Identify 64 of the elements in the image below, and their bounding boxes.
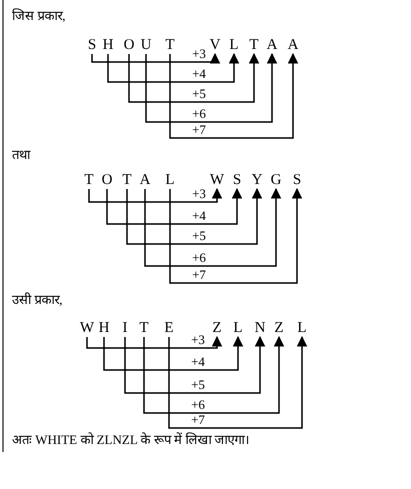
arrow: [126, 188, 262, 245]
arrow: [88, 188, 222, 203]
arrow: [168, 336, 308, 429]
letter: H: [102, 37, 114, 53]
edge-label: +5: [191, 378, 205, 392]
letter: T: [139, 320, 149, 336]
letter: O: [102, 172, 112, 188]
letter: S: [88, 37, 96, 53]
letter: T: [84, 172, 94, 188]
edge-label: +6: [192, 251, 206, 265]
arrow: [143, 336, 284, 414]
edge-label: +3: [192, 187, 206, 201]
edge-label: +4: [192, 209, 206, 223]
edge-label: +4: [192, 67, 206, 81]
conclusion-text: अतः WHITE को ZLNZL के रूप में लिखा जाएगा।: [12, 432, 250, 448]
letter: Y: [252, 172, 262, 188]
letter: U: [140, 37, 152, 53]
arrow: [91, 52, 220, 64]
edge-label: +5: [192, 87, 206, 101]
letter: L: [233, 320, 243, 336]
arrow: [106, 188, 242, 225]
arrow: [107, 52, 240, 83]
letter: L: [229, 37, 239, 53]
letter: Z: [274, 320, 284, 336]
arrow: [145, 52, 278, 123]
letter: W: [80, 320, 94, 336]
edge-label: +7: [192, 268, 206, 282]
edge-label: +5: [192, 229, 206, 243]
letter: L: [165, 172, 175, 188]
letter: O: [124, 37, 134, 53]
arrow: [124, 336, 266, 394]
edge-label: +4: [191, 355, 205, 369]
letter: S: [292, 172, 302, 188]
letter: T: [122, 172, 132, 188]
letter: A: [288, 37, 298, 53]
letter: S: [232, 172, 242, 188]
section-heading: तथा: [12, 147, 30, 163]
letter: A: [140, 172, 150, 188]
letter: W: [210, 172, 224, 188]
letter: T: [165, 37, 175, 53]
section-heading: उसी प्रकार,: [12, 292, 62, 308]
edge-label: +6: [192, 107, 206, 121]
letter: I: [122, 320, 128, 336]
letter: E: [164, 320, 174, 336]
section-heading: जिस प्रकार,: [12, 8, 66, 24]
arrow: [144, 188, 282, 267]
edge-label: +3: [192, 47, 206, 61]
letter: L: [297, 320, 307, 336]
letter: N: [254, 320, 266, 336]
letter: A: [266, 37, 278, 53]
arrow: [169, 188, 302, 284]
letter: H: [98, 320, 110, 336]
arrow: [103, 336, 244, 371]
letter: G: [270, 172, 282, 188]
edge-label: +6: [191, 398, 205, 412]
edge-label: +7: [192, 123, 206, 137]
arrow: [86, 336, 222, 349]
edge-label: +3: [191, 333, 205, 347]
arrow: [128, 52, 260, 103]
letter: Z: [212, 320, 222, 336]
arrow: [169, 52, 298, 139]
edge-label: +7: [191, 413, 205, 427]
letter: T: [249, 37, 259, 53]
letter: V: [210, 37, 220, 53]
